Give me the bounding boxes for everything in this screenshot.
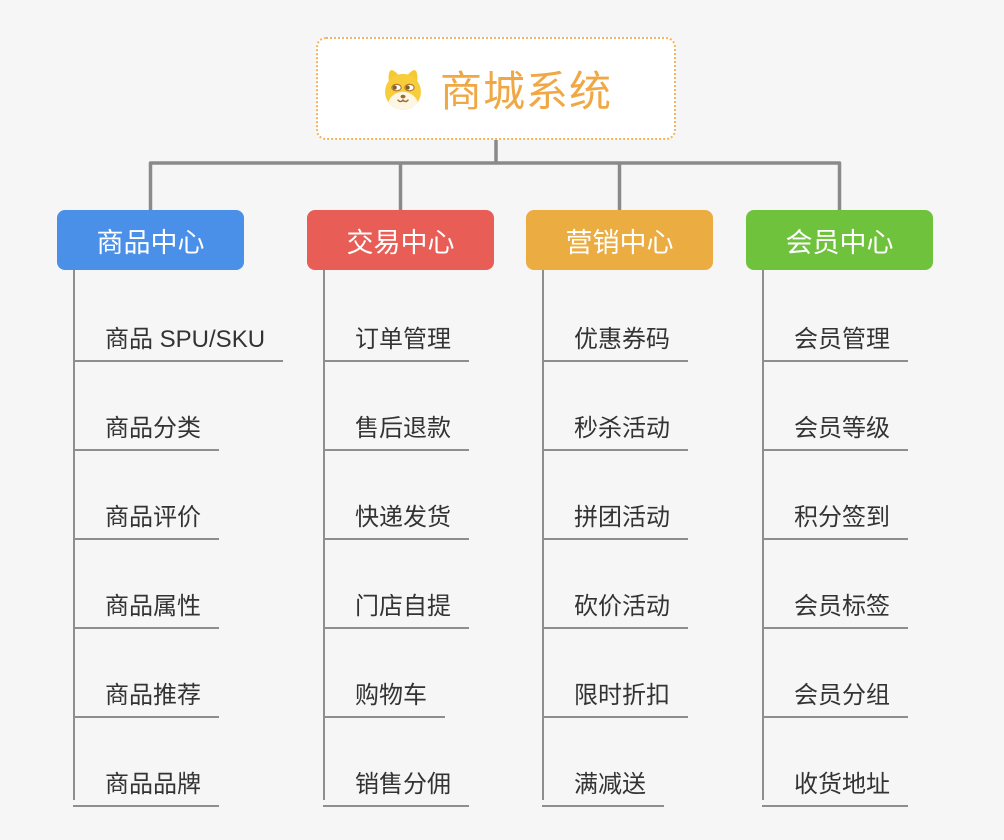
leaf-node[interactable]: 售后退款	[323, 401, 469, 451]
root-node[interactable]: 商城系统	[316, 37, 676, 140]
leaf-node[interactable]: 收货地址	[762, 757, 908, 807]
leaf-node[interactable]: 拼团活动	[542, 490, 688, 540]
leaf-node[interactable]: 商品推荐	[73, 668, 219, 718]
branch-spine	[762, 270, 764, 800]
branch-bus-line	[148, 161, 842, 212]
root-label: 商城系统	[439, 68, 612, 115]
branch-label: 会员中心	[785, 227, 894, 258]
leaf-node[interactable]: 会员管理	[762, 312, 908, 362]
branch-header-trade-center[interactable]: 交易中心	[307, 210, 494, 270]
leaf-node[interactable]: 会员标签	[762, 579, 908, 629]
leaf-node[interactable]: 商品品牌	[73, 757, 219, 807]
branch-label: 营销中心	[565, 227, 674, 258]
leaf-node[interactable]: 限时折扣	[542, 668, 688, 718]
branch-header-marketing-center[interactable]: 营销中心	[526, 210, 713, 270]
leaf-node[interactable]: 满减送	[542, 757, 664, 807]
branch-spine	[323, 270, 325, 800]
branch-header-member-center[interactable]: 会员中心	[746, 210, 933, 270]
branch-spine	[542, 270, 544, 800]
leaf-node[interactable]: 商品评价	[73, 490, 219, 540]
leaf-node[interactable]: 商品分类	[73, 401, 219, 451]
leaf-node[interactable]: 购物车	[323, 668, 445, 718]
leaf-node[interactable]: 商品 SPU/SKU	[73, 312, 284, 362]
leaf-node[interactable]: 会员分组	[762, 668, 908, 718]
leaf-node[interactable]: 门店自提	[323, 579, 469, 629]
leaf-node[interactable]: 订单管理	[323, 312, 469, 362]
leaf-node[interactable]: 秒杀活动	[542, 401, 688, 451]
leaf-node[interactable]: 快递发货	[323, 490, 469, 540]
leaf-node[interactable]: 会员等级	[762, 401, 908, 451]
leaf-node[interactable]: 积分签到	[762, 490, 908, 540]
leaf-node[interactable]: 优惠券码	[542, 312, 688, 362]
dog-face-icon	[380, 66, 426, 112]
branch-header-product-center[interactable]: 商品中心	[57, 210, 244, 270]
branch-spine	[73, 270, 75, 800]
branch-label: 交易中心	[346, 227, 455, 258]
leaf-node[interactable]: 商品属性	[73, 579, 219, 629]
leaf-node[interactable]: 砍价活动	[542, 579, 688, 629]
leaf-node[interactable]: 销售分佣	[323, 757, 469, 807]
branch-label: 商品中心	[96, 227, 205, 258]
